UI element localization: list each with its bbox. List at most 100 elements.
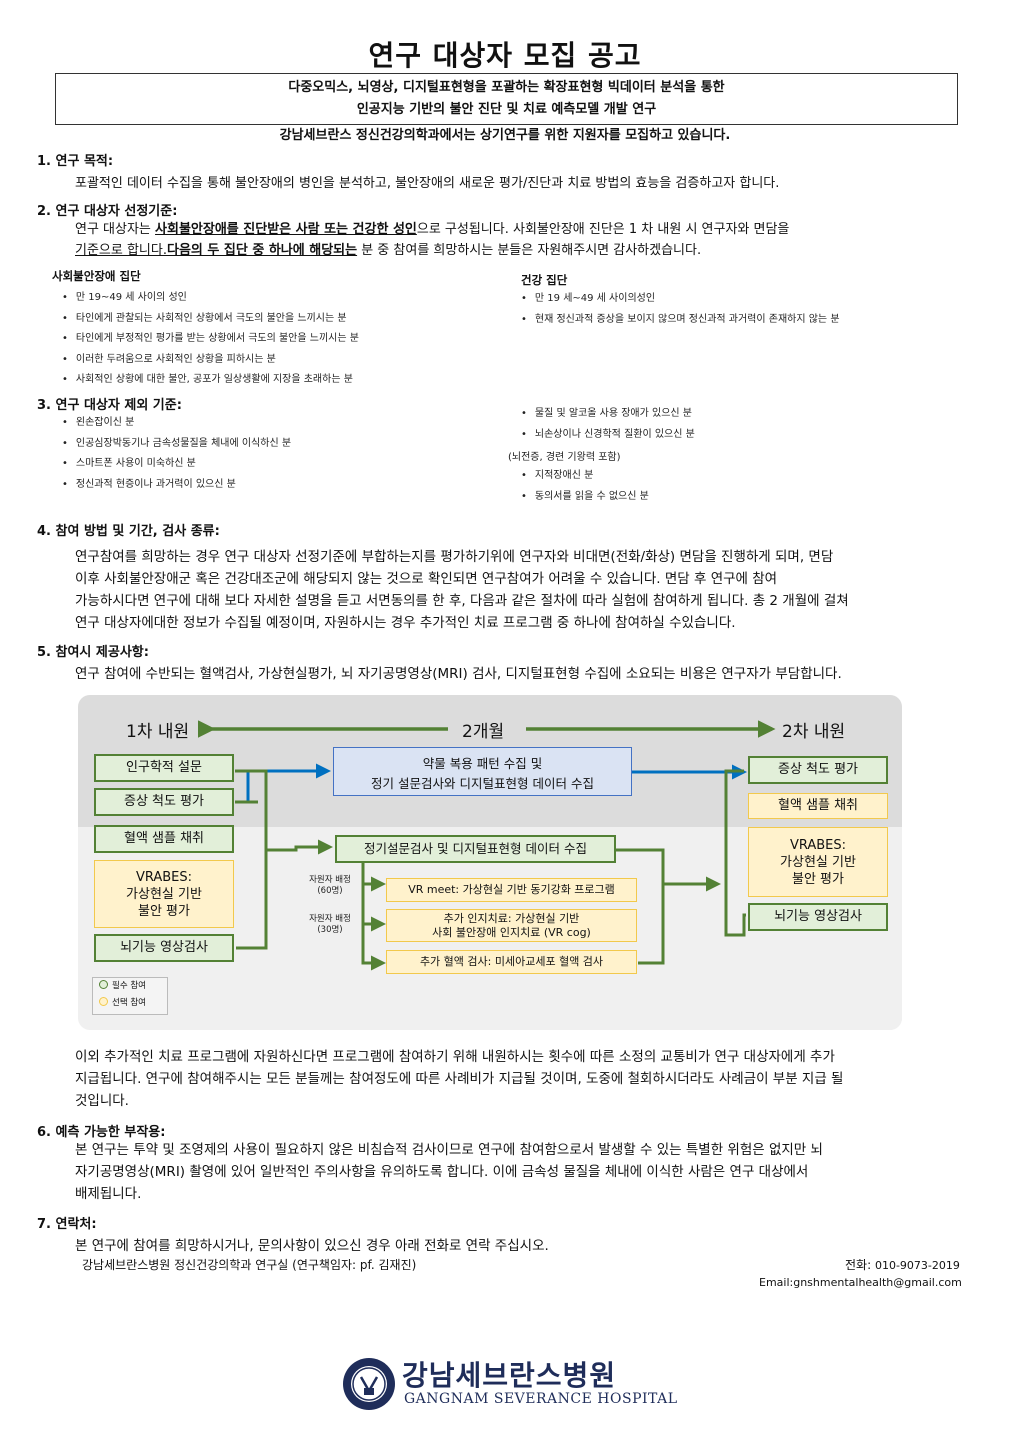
s2-emphasis-1: 사회불안장애를 진단받은 사람 또는 건강한 성인	[155, 222, 417, 237]
vr-meet-box: VR meet: 가상현실 기반 동기강화 프로그램	[386, 878, 637, 902]
brain-imaging-box-2: 뇌기능 영상검사	[748, 903, 888, 931]
vrabes-line: 불안 평가	[138, 904, 190, 919]
study-title-line-1: 다중오믹스, 뇌영상, 디지털표현형을 포괄하는 확장표현형 빅데이터 분석을 …	[288, 80, 725, 95]
legend-optional: 선택 참여	[112, 998, 146, 1008]
section-5-heading: 5. 참여시 제공사항:	[37, 645, 149, 660]
body-line: 자기공명영상(MRI) 촬영에 있어 일반적인 주의사항을 유의하도록 합니다.…	[75, 1164, 809, 1180]
symptom-scale-box: 증상 척도 평가	[94, 788, 234, 816]
vrabes-line: VRABES:	[789, 838, 847, 853]
visit-1-label: 1차 내원	[126, 722, 190, 742]
body-line: 배제됩니다.	[75, 1186, 142, 1202]
study-title-box: 다중오믹스, 뇌영상, 디지털표현형을 포괄하는 확장표현형 빅데이터 분석을 …	[55, 73, 958, 125]
group-a-title: 사회불안장애 집단	[52, 269, 141, 283]
legend-required: 필수 참여	[112, 981, 146, 991]
s2-emphasis-2: 다음의 두 집단 중 하나에 해당되는	[167, 243, 358, 258]
vr-cog-line: 사회 불안장애 인지치료 (VR cog)	[432, 926, 591, 939]
blood-sample-box-2: 혈액 샘플 채취	[748, 793, 888, 819]
hospital-name-ko: 강남세브란스병원	[402, 1359, 617, 1392]
diagram-legend: 필수 참여 선택 참여	[92, 977, 168, 1015]
required-dot	[99, 980, 108, 989]
vrabes-line: 가상현실 기반	[780, 855, 856, 870]
list-item: 타인에게 부정적인 평가를 받는 상황에서 극도의 불안을 느끼시는 분	[62, 329, 359, 350]
s2-text: 으로 구성됩니다. 사회불안장애 진단은 1 차 내원 시 연구자와 면담을	[416, 222, 790, 237]
vr-cog-line: 추가 인지치료: 가상현실 기반	[443, 912, 580, 925]
list-item: 현재 정신과적 증상을 보이지 않으며 정신과적 과거력이 존재하지 않는 분	[521, 310, 840, 331]
list-item: 만 19~49 세 사이의 성인	[62, 288, 359, 309]
section-5-body: 연구 참여에 수반되는 혈액검사, 가상현실평가, 뇌 자기공명영상(MRI) …	[75, 666, 842, 682]
microglia-blood-box: 추가 혈액 검사: 미세아교세포 혈액 검사	[386, 950, 637, 974]
brain-imaging-box: 뇌기능 영상검사	[94, 934, 234, 962]
list-item: 사회적인 상황에 대한 불안, 공포가 일상생활에 지장을 초래하는 분	[62, 370, 359, 391]
body-line: 가능하시다면 연구에 대해 보다 자세한 설명을 듣고 서면동의를 한 후, 다…	[75, 593, 849, 609]
body-line: 연구참여를 희망하는 경우 연구 대상자 선정기준에 부합하는지를 평가하기위에…	[75, 549, 834, 565]
list-item: 이러한 두려움으로 사회적인 상황을 피하시는 분	[62, 350, 359, 371]
section-6-heading: 6. 예측 가능한 부작용:	[37, 1125, 166, 1140]
body-line: 본 연구는 투약 및 조영제의 사용이 필요하지 않은 비침습적 검사이므로 연…	[75, 1142, 823, 1158]
list-item: 왼손잡이신 분	[62, 413, 291, 434]
list-item: 지적장애신 분	[521, 466, 649, 487]
section-2-body: 연구 대상자는 사회불안장애를 진단받은 사람 또는 건강한 성인으로 구성됩니…	[75, 219, 968, 261]
s2-text: 분 중 참여를 희망하시는 분들은 자원해주시면 감사하겠습니다.	[357, 243, 702, 258]
list-item: 인공심장박동기나 금속성물질을 체내에 이식하신 분	[62, 434, 291, 455]
vrabes-line: 불안 평가	[792, 872, 844, 887]
s2-text: 기준으로 합니다.	[75, 243, 167, 258]
vrabes-line: 가상현실 기반	[126, 887, 202, 902]
exclusion-list-right-b: 지적장애신 분 동의서를 읽을 수 없으신 분	[521, 466, 649, 507]
s2-text: 연구 대상자는	[75, 222, 156, 237]
list-item: 동의서를 읽을 수 없으신 분	[521, 487, 649, 508]
allocation-60: 자원자 배정 (60명)	[300, 875, 360, 897]
demographic-survey-box: 인구학적 설문	[94, 754, 234, 782]
intro-text: 강남세브란스 정신건강의학과에서는 상기연구를 위한 지원자를 모집하고 있습니…	[279, 128, 731, 143]
lab-name: 강남세브란스병원 정신건강의학과 연구실 (연구책임자: pf. 김재진)	[82, 1258, 417, 1272]
group-b-list: 만 19 세~49 세 사이의성인 현재 정신과적 증상을 보이지 않으며 정신…	[521, 289, 840, 330]
optional-dot	[99, 997, 108, 1006]
vrabes-box-2: VRABES: 가상현실 기반 불안 평가	[748, 827, 888, 897]
page-title: 연구 대상자 모집 공고	[368, 39, 642, 72]
medication-data-box: 약물 복용 패턴 수집 및 정기 설문검사와 디지털표현형 데이터 수집	[333, 747, 632, 796]
vrabes-line: VRABES:	[135, 870, 193, 885]
allocation-text: 자원자 배정	[309, 914, 351, 924]
allocation-text: 자원자 배정	[309, 875, 351, 885]
group-b-title: 건강 집단	[521, 273, 568, 287]
section-5-extra: 이외 추가적인 치료 프로그램에 자원하신다면 프로그램에 참여하기 위해 내원…	[75, 1046, 968, 1112]
list-item: 물질 및 알코올 사용 장애가 있으신 분	[521, 404, 695, 425]
section-2-heading: 2. 연구 대상자 선정기준:	[37, 204, 178, 219]
body-line: 이후 사회불안장애군 혹은 건강대조군에 해당되지 않는 것으로 확인되면 연구…	[75, 571, 778, 587]
email[interactable]: Email:gnshmentalhealth@gmail.com	[759, 1276, 962, 1289]
list-item: 정신과적 현증이나 과거력이 있으신 분	[62, 475, 291, 496]
exclusion-list-left: 왼손잡이신 분 인공심장박동기나 금속성물질을 체내에 이식하신 분 스마트폰 …	[62, 413, 291, 495]
section-1-heading: 1. 연구 목적:	[37, 154, 114, 169]
body-line: 지급됩니다. 연구에 참여해주시는 모든 분들께는 참여정도에 따른 사례비가 …	[75, 1071, 844, 1087]
allocation-text: (30명)	[317, 925, 343, 935]
hospital-seal-icon	[342, 1357, 396, 1411]
group-a-list: 만 19~49 세 사이의 성인 타인에게 관찰되는 사회적인 상황에서 극도의…	[62, 288, 359, 391]
blood-sample-box: 혈액 샘플 채취	[94, 825, 234, 853]
phone-number: 010-9073-2019	[874, 1259, 960, 1272]
list-item: 뇌손상이나 신경학적 질환이 있으신 분	[521, 425, 695, 446]
medication-line: 정기 설문검사와 디지털표현형 데이터 수집	[371, 776, 594, 791]
body-line: 이외 추가적인 치료 프로그램에 자원하신다면 프로그램에 참여하기 위해 내원…	[75, 1049, 835, 1065]
section-6-body: 본 연구는 투약 및 조영제의 사용이 필요하지 않은 비침습적 검사이므로 연…	[75, 1139, 968, 1205]
body-line: 연구 대상자에대한 정보가 수집될 예정이며, 자원하시는 경우 추가적인 치료…	[75, 615, 736, 631]
list-item: 타인에게 관찰되는 사회적인 상황에서 극도의 불안을 느끼시는 분	[62, 309, 359, 330]
allocation-text: (60명)	[317, 886, 343, 896]
vr-cog-box: 추가 인지치료: 가상현실 기반 사회 불안장애 인지치료 (VR cog)	[386, 909, 637, 942]
body-line: 것입니다.	[75, 1093, 129, 1109]
duration-label: 2개월	[462, 722, 505, 742]
phone: 전화: 010-9073-2019	[845, 1256, 960, 1273]
section-3-heading: 3. 연구 대상자 제외 기준:	[37, 398, 182, 413]
list-item: 만 19 세~49 세 사이의성인	[521, 289, 840, 310]
section-4-body: 연구참여를 희망하는 경우 연구 대상자 선정기준에 부합하는지를 평가하기위에…	[75, 546, 968, 634]
section-1-body: 포괄적인 데이터 수집을 통해 불안장애의 병인을 분석하고, 불안장애의 새로…	[75, 176, 780, 191]
vrabes-box: VRABES: 가상현실 기반 불안 평가	[94, 860, 234, 928]
medication-line: 약물 복용 패턴 수집 및	[422, 756, 543, 771]
hospital-name-en: GANGNAM SEVERANCE HOSPITAL	[404, 1391, 678, 1407]
symptom-scale-box-2: 증상 척도 평가	[748, 756, 888, 784]
section-7-body: 본 연구에 참여를 희망하시거나, 문의사항이 있으신 경우 아래 전화로 연락…	[75, 1238, 549, 1254]
section-7-heading: 7. 연락처:	[37, 1217, 97, 1232]
study-title-line-2: 인공지능 기반의 불안 진단 및 치료 예측모델 개발 연구	[356, 102, 657, 117]
exclusion-list-right-a: 물질 및 알코올 사용 장애가 있으신 분 뇌손상이나 신경학적 질환이 있으신…	[521, 404, 695, 445]
diagram-arrows	[198, 720, 776, 971]
phone-label: 전화:	[845, 1258, 872, 1272]
list-item: 스마트폰 사용이 미숙하신 분	[62, 454, 291, 475]
